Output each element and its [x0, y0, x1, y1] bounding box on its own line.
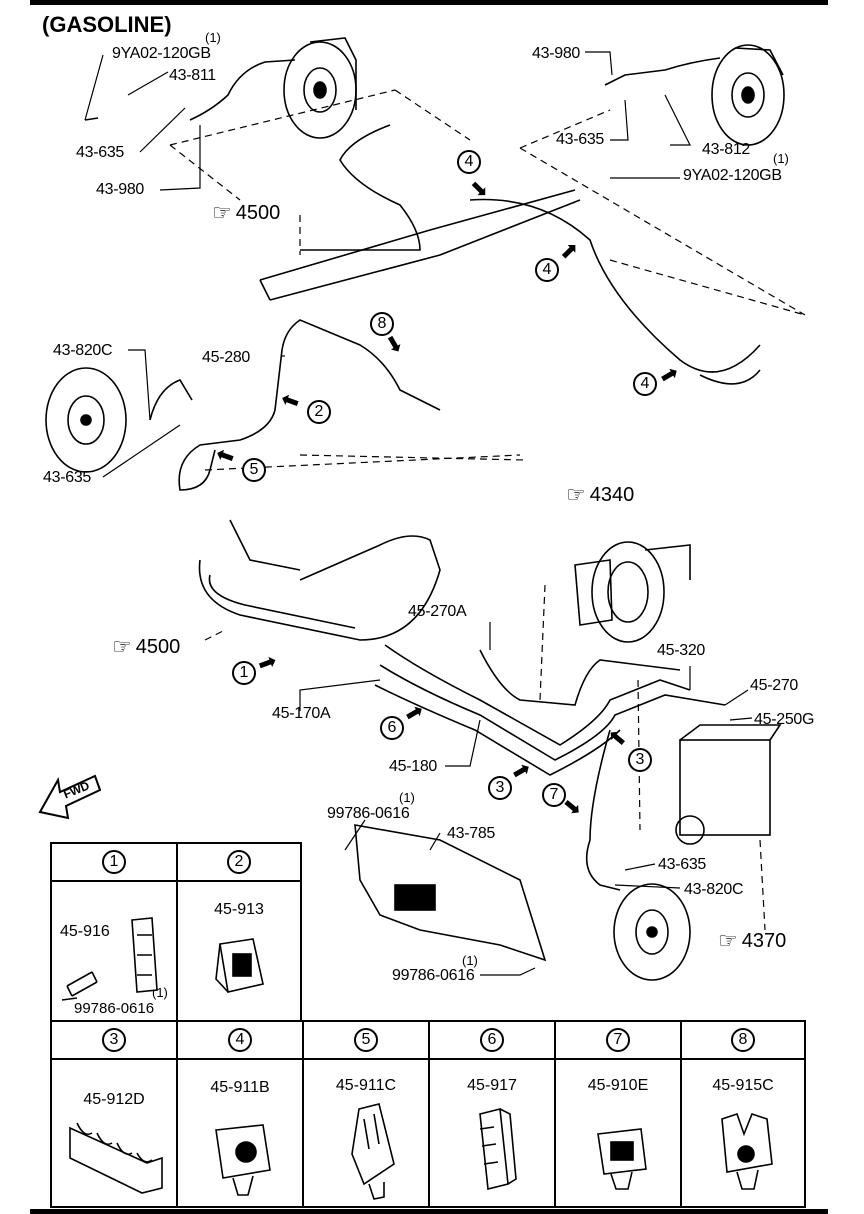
- clip-cell-1: 1 45-916 (1) 99786-0616: [50, 842, 178, 1022]
- clip-number: 4: [228, 1028, 252, 1052]
- label-part-bolt-rf: 9YA02-120GB: [112, 45, 211, 62]
- section-ref-4500-lower[interactable]: ☞ 4500: [112, 636, 180, 658]
- label-part-43-980-rf: 43-980: [96, 181, 145, 198]
- clip-45-913-drawing: [215, 938, 264, 993]
- callout-badge: 3: [628, 748, 652, 772]
- heat-shield-drawing: [354, 824, 547, 962]
- clip-45-915c-drawing: [721, 1112, 773, 1190]
- clip-part-number: 45-916: [60, 923, 110, 940]
- label-part-43-635-rr: 43-635: [43, 469, 92, 486]
- section-ref-4370[interactable]: ☞ 4370: [718, 930, 786, 952]
- clip-part-number: 45-917: [467, 1077, 517, 1094]
- clip-cell-2: 2 45-913: [176, 842, 302, 1022]
- clip-part-number: 45-911C: [335, 1077, 397, 1094]
- clip-number: 7: [606, 1028, 630, 1052]
- callout-badge: 1: [232, 661, 256, 685]
- label-part-43-785: 43-785: [447, 825, 496, 842]
- label-part-45-180: 45-180: [389, 758, 438, 775]
- pointing-hand-icon: ☞: [212, 200, 232, 225]
- top-rule: [30, 0, 828, 5]
- hydraulic-unit-drawing: [675, 724, 782, 845]
- callout-badge: 4: [535, 258, 559, 282]
- label-part-45-280: 45-280: [202, 349, 251, 366]
- callout-badge: 7: [542, 783, 566, 807]
- label-part-bolt-785a: 99786-0616: [327, 805, 410, 822]
- rotor-lf-drawing: [711, 44, 785, 146]
- label-part-bolt-785b: 99786-0616: [392, 967, 475, 984]
- label-part-43-811: 43-811: [169, 67, 216, 84]
- label-part-43-980-lf: 43-980: [532, 45, 581, 62]
- label-part-43-635-lf: 43-635: [556, 131, 605, 148]
- clip-bolt-number: 99786-0616: [74, 1000, 155, 1017]
- clip-number: 3: [102, 1028, 126, 1052]
- clip-45-911b-drawing: [215, 1124, 271, 1196]
- rotor-rr-drawing: [45, 367, 127, 473]
- label-qty: (1): [773, 151, 789, 166]
- rotor-lr-drawing: [613, 883, 691, 981]
- label-qty: (1): [462, 953, 478, 968]
- callout-badge: 3: [488, 776, 512, 800]
- callout-badge: 4: [457, 150, 481, 174]
- clip-number: 5: [354, 1028, 378, 1052]
- callout-badge: 5: [242, 458, 266, 482]
- label-part-bolt-lf: 9YA02-120GB: [683, 167, 782, 184]
- label-part-45-270a: 45-270A: [408, 603, 467, 620]
- section-ref-4500-upper[interactable]: ☞ 4500: [212, 202, 280, 224]
- bottom-rule: [30, 1209, 828, 1214]
- clip-part-number: 45-913: [214, 901, 264, 918]
- label-part-45-270: 45-270: [750, 677, 799, 694]
- brake-booster-drawing: [574, 541, 691, 643]
- label-part-45-250g: 45-250G: [754, 711, 815, 728]
- clip-number: 8: [731, 1028, 755, 1052]
- clip-part-number: 45-912D: [83, 1091, 145, 1108]
- clip-number: 2: [227, 850, 251, 874]
- clip-number: 6: [480, 1028, 504, 1052]
- clip-45-912d-drawing: [69, 1122, 163, 1194]
- callout-badge: 4: [633, 372, 657, 396]
- clip-part-number: 45-910E: [587, 1077, 649, 1094]
- clip-number: 1: [102, 850, 126, 874]
- section-number: 4340: [589, 484, 635, 506]
- clip-cell-8: 8 45-915C: [680, 1020, 806, 1208]
- callout-badge: 8: [370, 312, 394, 336]
- clip-cell-6: 6 45-917: [428, 1020, 556, 1208]
- label-part-43-635-rf: 43-635: [76, 144, 125, 161]
- section-number: 4500: [135, 636, 181, 658]
- clip-45-911c-drawing: [351, 1103, 395, 1200]
- callout-badge: 6: [380, 716, 404, 740]
- label-part-43-820c-r: 43-820C: [53, 342, 113, 359]
- diagram-title: (GASOLINE): [42, 12, 172, 37]
- clip-cell-5: 5 45-911C: [302, 1020, 430, 1208]
- rotor-rf-drawing: [283, 37, 357, 139]
- clip-45-910e-drawing: [597, 1128, 647, 1190]
- clip-part-number: 45-911B: [210, 1079, 270, 1096]
- label-qty: (1): [205, 30, 221, 45]
- label-part-45-170a: 45-170A: [272, 705, 331, 722]
- label-part-43-820c-l: 43-820C: [684, 881, 744, 898]
- section-number: 4500: [235, 202, 281, 224]
- clip-cell-3: 3 45-912D: [50, 1020, 178, 1208]
- clip-part-number: 45-915C: [712, 1077, 774, 1094]
- clip-cell-7: 7 45-910E: [554, 1020, 682, 1208]
- clip-45-916-drawing: [61, 917, 158, 1001]
- section-ref-4340[interactable]: ☞ 4340: [566, 484, 634, 506]
- pointing-hand-icon: ☞: [718, 928, 738, 953]
- label-part-43-812: 43-812: [702, 141, 751, 158]
- section-number: 4370: [741, 930, 787, 952]
- clip-cell-4: 4 45-911B: [176, 1020, 304, 1208]
- label-qty: (1): [399, 790, 415, 805]
- label-part-43-635-lr: 43-635: [658, 856, 707, 873]
- clip-45-917-drawing: [479, 1108, 517, 1190]
- pointing-hand-icon: ☞: [112, 634, 132, 659]
- pointing-hand-icon: ☞: [566, 482, 586, 507]
- fwd-arrow-drawing: [38, 774, 102, 820]
- label-part-45-320: 45-320: [657, 642, 706, 659]
- callout-badge: 2: [307, 400, 331, 424]
